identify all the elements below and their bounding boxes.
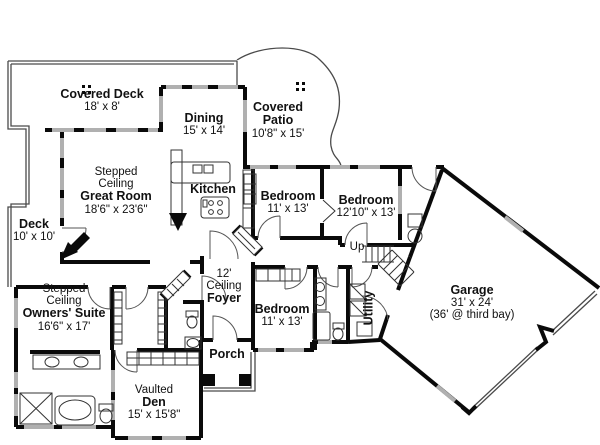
bedroom3-closet (255, 268, 301, 282)
porch-column (239, 374, 251, 386)
angled-partition (232, 225, 263, 256)
garage-door-notch (534, 323, 555, 352)
room-label-great-room: Stepped Ceiling Great Room 18'6" x 23'6" (80, 166, 152, 216)
windows-layer (14, 85, 525, 440)
room-label-kitchen: Kitchen (190, 182, 236, 196)
room-label-utility: Utility (361, 290, 376, 326)
shower (19, 392, 53, 425)
water-heater (407, 228, 423, 244)
furnace (407, 213, 423, 228)
column-dots (82, 85, 85, 88)
closet-bifold (322, 199, 336, 223)
room-label-covered-patio: Covered Patio 10'8" x 15' (251, 100, 305, 140)
room-label-covered-deck: Covered Deck 18' x 8' (60, 87, 144, 114)
room-label-bedroom3: Bedroom 11' x 13' (254, 302, 310, 329)
direction-arrow (169, 213, 187, 231)
porch-edge (201, 350, 256, 392)
dryer (349, 300, 366, 317)
room-label-deck: Deck 10' x 10' (12, 217, 56, 244)
garage-wall-sw (378, 337, 472, 415)
fixtures-layer (19, 149, 423, 426)
room-label-foyer: 12' Ceiling Foyer (206, 268, 242, 306)
fireplace (70, 232, 90, 252)
room-label-bedroom1: Bedroom 11' x 13' (260, 189, 316, 216)
room-label-bedroom2: Bedroom 12'10" x 13' (336, 193, 396, 220)
garage-door-line (473, 348, 540, 411)
walls-layer (14, 85, 600, 440)
angled-partition (160, 270, 191, 301)
tub (54, 395, 96, 426)
garage-door-line (552, 293, 598, 336)
room-label-owners-suite: Stepped Ceiling Owners' Suite 16'6" x 17… (22, 283, 106, 333)
kitchen-stove (200, 196, 230, 219)
closet-shelving (113, 291, 123, 345)
toilet (98, 403, 114, 412)
stairs-label: Up (349, 241, 365, 253)
porch-column (203, 374, 215, 386)
room-label-garage: Garage 31' x 24' (36' @ third bay) (429, 283, 515, 322)
kitchen-sink (192, 164, 203, 174)
column-dots (296, 82, 299, 85)
kitchen-pantry (242, 169, 255, 229)
room-label-den: Vaulted Den 15' x 15'8" (127, 384, 181, 422)
railing-lines (7, 47, 598, 411)
kitchen-counter-north (170, 161, 231, 184)
stairs (362, 245, 415, 287)
room-label-porch: Porch (209, 347, 245, 361)
washer (349, 283, 366, 300)
front-door-swing (212, 315, 238, 341)
vanity-double (32, 354, 101, 370)
room-label-dining: Dining 15' x 14' (182, 111, 226, 138)
solids-layer (60, 82, 305, 386)
patio-wavy-edge (236, 47, 342, 167)
